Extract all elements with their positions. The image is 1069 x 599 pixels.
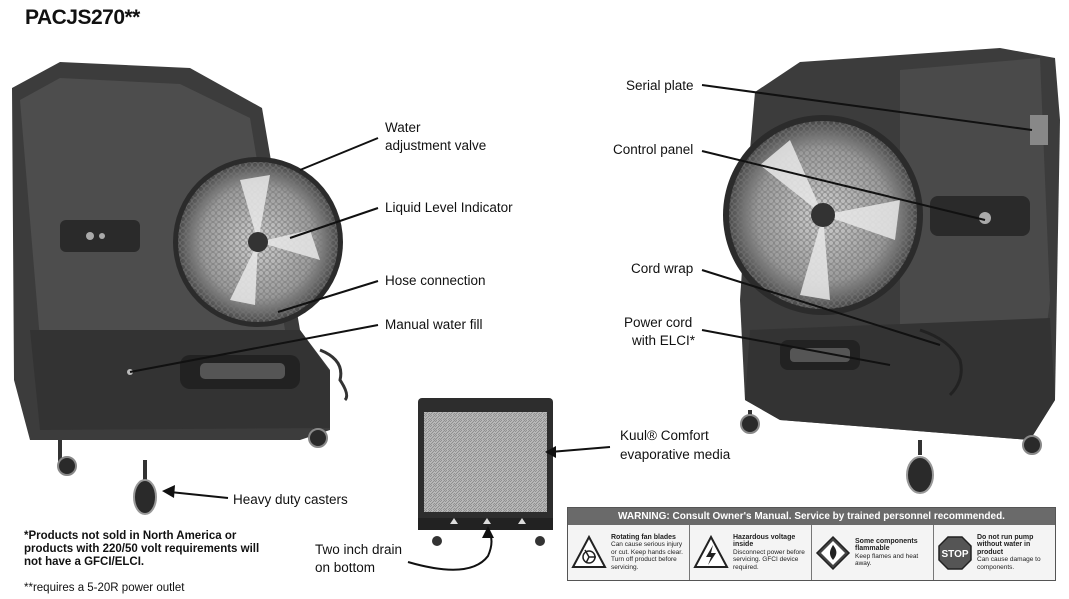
rotating-blades-icon — [571, 534, 607, 568]
label-hose-connection: Hose connection — [385, 273, 486, 288]
label-water-valve-1: Water — [385, 120, 421, 135]
note-products-2: products with 220/50 volt requirements w… — [24, 543, 260, 555]
flammable-icon — [815, 535, 851, 570]
evaporative-media-illustration — [418, 398, 553, 546]
label-heavy-duty-casters: Heavy duty casters — [233, 492, 348, 507]
label-drain-1: Two inch drain — [315, 542, 403, 557]
label-drain-2: on bottom — [315, 560, 376, 575]
note-products-3: not have a GFCI/ELCI. — [24, 556, 145, 568]
high-voltage-icon — [693, 534, 729, 568]
label-liquid-level: Liquid Level Indicator — [385, 200, 513, 215]
label-serial-plate: Serial plate — [626, 78, 694, 93]
warning-title-flammable: Some components flammable — [855, 537, 918, 553]
label-power-cord-1: Power cord — [624, 315, 693, 330]
label-water-valve-2: adjustment valve — [385, 138, 487, 153]
stop-sign-icon: STOP — [938, 535, 972, 570]
warning-text-flammable: Keep flames and heat away. — [855, 552, 919, 568]
stop-sign-text: STOP — [941, 549, 968, 560]
front-unit-illustration — [12, 62, 349, 515]
note-outlet: **requires a 5-20R power outlet — [24, 582, 185, 594]
label-manual-water-fill: Manual water fill — [385, 317, 483, 332]
rear-unit-illustration — [723, 48, 1060, 494]
note-products-1: *Products not sold in North America or — [24, 530, 237, 542]
warning-title-stop: Do not run pump without water in product — [977, 533, 1034, 556]
label-power-cord-2: with ELCI* — [632, 333, 696, 348]
warning-text-voltage: Disconnect power before servicing. GFCI … — [733, 548, 805, 571]
warning-text-blades: Can cause serious injury or cut. Keep ha… — [611, 541, 683, 571]
warning-title-blades: Rotating fan blades — [611, 533, 676, 541]
warning-header: WARNING: Consult Owner's Manual. Service… — [568, 508, 1055, 525]
label-control-panel: Control panel — [613, 142, 694, 157]
page-title: PACJS270** — [25, 6, 140, 29]
label-cord-wrap: Cord wrap — [631, 261, 694, 276]
warning-label: WARNING: Consult Owner's Manual. Service… — [567, 507, 1056, 581]
warning-title-voltage: Hazardous voltage inside — [733, 533, 796, 549]
label-kuul-media-2: evaporative media — [620, 447, 731, 462]
label-kuul-media-1: Kuul® Comfort — [620, 428, 709, 443]
warning-text-stop: Can cause damage to components. — [977, 556, 1041, 571]
warning-cell-stop: STOP Do not run pump without water in pr… — [934, 525, 1055, 580]
